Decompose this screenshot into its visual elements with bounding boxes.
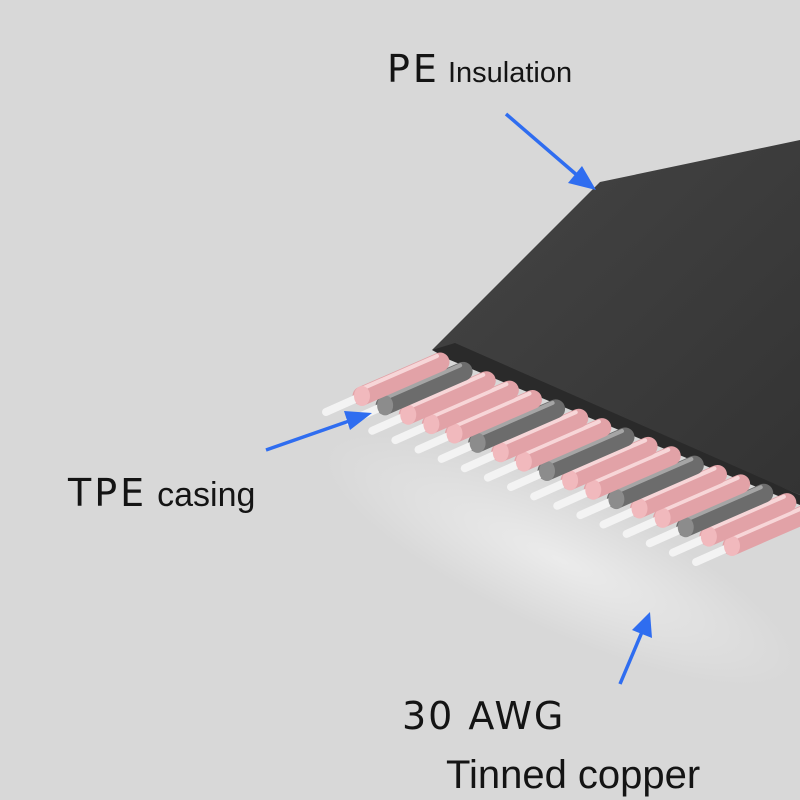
- wire: [599, 465, 727, 529]
- arrow-icon: [618, 612, 652, 685]
- wire: [322, 352, 450, 416]
- wire-insulation-pink: [560, 436, 658, 490]
- tpe-word: casing: [157, 476, 256, 514]
- wire-highlight: [727, 506, 800, 542]
- wire-highlight: [634, 466, 717, 505]
- wire-insulation-gray: [537, 427, 635, 481]
- wire-insulation-pink: [583, 446, 681, 500]
- wire-highlight: [357, 354, 439, 392]
- wire-insulation-pink: [491, 408, 589, 462]
- wire-insulation-pink: [514, 418, 612, 472]
- pe-word: Insulation: [447, 57, 573, 89]
- wire-end: [631, 498, 648, 519]
- wire: [391, 380, 519, 445]
- wire-insulation-pink: [653, 474, 751, 528]
- wire-end: [492, 442, 509, 463]
- wire-group: [322, 352, 800, 566]
- wire: [530, 436, 658, 501]
- wire-end: [469, 432, 486, 453]
- arrow-icon: [504, 112, 596, 190]
- wire-insulation-pink: [445, 390, 542, 443]
- wire: [507, 427, 635, 491]
- wire-insulation-pink: [699, 493, 797, 547]
- wire-highlight: [703, 494, 786, 533]
- conductor-label: Tinned copper: [446, 753, 701, 797]
- wire-insulation-gray: [606, 455, 704, 509]
- gauge-label: 30 AWG: [402, 694, 566, 738]
- wire-end: [377, 395, 394, 416]
- pe-abbr: PE: [387, 47, 440, 91]
- wire-highlight: [680, 485, 763, 524]
- wire-highlight: [565, 438, 648, 477]
- pe-jacket-edge: [432, 343, 800, 505]
- wire-end: [654, 507, 671, 528]
- wire: [668, 493, 797, 557]
- pe-jacket: [432, 140, 800, 495]
- wire-highlight: [588, 447, 671, 486]
- wire-highlight: [449, 391, 532, 430]
- wire-highlight: [542, 429, 624, 467]
- arrow-icon: [265, 411, 372, 452]
- wire: [437, 399, 566, 463]
- wire-highlight: [380, 363, 463, 402]
- wire-highlight: [426, 382, 509, 421]
- wire-insulation-pink: [352, 352, 450, 406]
- wire-highlight: [495, 410, 578, 449]
- wire-insulation-pink: [722, 505, 800, 556]
- wire-highlight: [611, 457, 694, 496]
- tpe-abbr: TPE: [68, 471, 148, 515]
- wire-highlight: [403, 372, 486, 411]
- wire-insulation-gray: [468, 399, 566, 453]
- wire-end: [562, 470, 579, 491]
- wire-end: [608, 489, 625, 510]
- wire: [460, 408, 589, 473]
- wire-insulation-pink: [421, 380, 519, 434]
- wire-end: [446, 423, 463, 444]
- wire-end: [354, 386, 370, 406]
- wire-insulation-pink: [398, 371, 496, 425]
- wire-end: [423, 414, 440, 435]
- wire-end: [585, 479, 602, 500]
- wire: [622, 474, 751, 538]
- wire: [414, 390, 542, 454]
- wire-end: [400, 404, 417, 425]
- wire-end: [700, 526, 717, 547]
- wire-insulation-gray: [375, 361, 473, 415]
- wire-end: [515, 451, 532, 472]
- wire-end: [539, 461, 555, 481]
- wire-end: [724, 536, 740, 556]
- wire-highlight: [657, 475, 740, 514]
- conductor-glow: [322, 433, 798, 687]
- wire: [368, 371, 496, 435]
- wire-highlight: [518, 419, 601, 458]
- wire: [692, 505, 800, 566]
- wire: [576, 455, 704, 520]
- wire-insulation-gray: [676, 483, 774, 537]
- wire-insulation-pink: [630, 465, 727, 518]
- wire: [553, 446, 681, 510]
- wire: [645, 483, 774, 548]
- wire-highlight: [472, 400, 555, 439]
- wire: [483, 418, 612, 482]
- wire-end: [677, 517, 694, 538]
